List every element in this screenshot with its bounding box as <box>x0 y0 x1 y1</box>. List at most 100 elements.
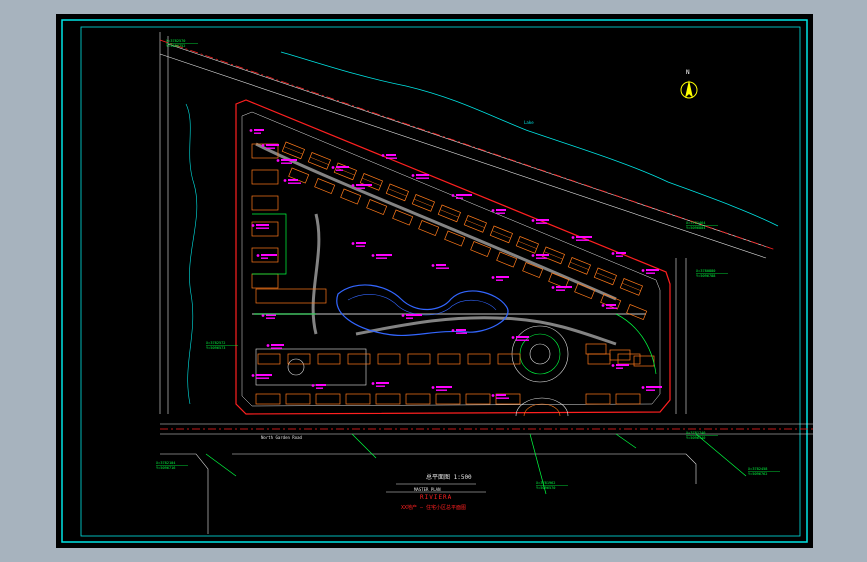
residential-building <box>307 152 331 170</box>
residential-building <box>281 141 305 160</box>
coordinate-x: X=3782570 <box>166 39 185 43</box>
annotation-marker <box>411 174 429 179</box>
north-label: N <box>686 69 690 76</box>
outer-road-lines <box>159 32 813 534</box>
residential-building <box>255 393 281 405</box>
annotation-marker <box>251 224 269 229</box>
residential-building <box>285 393 311 405</box>
residential-building <box>317 353 341 365</box>
residential-building <box>619 278 643 296</box>
central-lake <box>336 284 509 337</box>
residential-building <box>609 349 631 361</box>
residential-building <box>585 393 611 405</box>
residential-building <box>257 353 281 365</box>
central-plaza <box>511 325 569 383</box>
annotation-marker <box>371 382 389 387</box>
residential-building <box>463 215 487 233</box>
residential-building <box>251 221 279 237</box>
residential-building <box>366 199 388 216</box>
annotation-marker <box>266 344 284 349</box>
road-centerline <box>159 39 777 251</box>
annotation-marker <box>451 194 472 199</box>
coordinate-x: X=3782458 <box>748 467 767 471</box>
annotation-marker <box>251 374 272 379</box>
residential-building <box>515 236 539 254</box>
residential-building <box>548 272 570 289</box>
coordinate-x: X=3780880 <box>696 269 715 273</box>
west-green-belt <box>185 103 198 405</box>
residential-building <box>314 178 336 195</box>
coordinate-y: Y=5096788 <box>696 274 715 278</box>
road-label: North Garden Road <box>261 435 303 440</box>
residential-building <box>251 273 279 289</box>
coordinate-y: Y=5096570 <box>536 486 555 490</box>
residential-building <box>495 393 521 405</box>
annotation-marker <box>491 209 506 214</box>
annotation-marker <box>451 329 467 334</box>
residential-building <box>251 247 279 263</box>
residential-building <box>251 169 279 185</box>
project-name: RIVIERA <box>420 494 452 501</box>
residential-building <box>359 173 383 191</box>
annotation-marker <box>401 314 422 319</box>
residential-building <box>465 393 491 405</box>
residential-building <box>522 262 544 279</box>
annotation-marker <box>283 179 301 184</box>
annotation-marker <box>551 286 572 291</box>
residential-building <box>255 288 327 304</box>
annotation-marker <box>381 154 397 159</box>
drawing-inner-frame <box>80 26 801 537</box>
title-block: 总平面图 1:500 MASTER PLAN RIVIERA XX地产 — 住宅… <box>386 473 486 511</box>
south-building-row <box>255 343 655 405</box>
north-arrow-icon[interactable]: N <box>680 69 698 99</box>
coordinate-x: X=3781464 <box>686 221 705 225</box>
annotation-marker <box>256 254 277 259</box>
annotation-marker <box>641 386 662 391</box>
coordinate-y: Y=5096804 <box>686 226 705 230</box>
annotation-layer <box>249 129 662 399</box>
annotation-marker <box>511 336 529 341</box>
residential-building <box>497 353 521 365</box>
annotation-marker <box>601 304 617 309</box>
annotation-marker <box>261 144 279 149</box>
river-bank-line <box>280 51 779 227</box>
annotation-marker <box>611 364 629 369</box>
coordinate-x: X=3782104 <box>156 461 175 465</box>
cad-drawing-viewport[interactable]: Lake N North Garden <box>56 14 813 548</box>
residential-building <box>633 355 655 367</box>
coordinate-y: Y=5096716 <box>156 466 175 470</box>
annotation-marker <box>641 269 659 274</box>
residential-building <box>347 353 371 365</box>
residential-building <box>437 353 461 365</box>
coordinate-tags: X=3782570Y=5096752X=3781464Y=5096804X=37… <box>156 39 780 490</box>
annotation-marker <box>276 159 297 164</box>
annotation-marker <box>611 252 626 257</box>
annotation-marker <box>371 254 392 259</box>
drawing-outer-frame <box>61 19 808 543</box>
annotation-marker <box>531 254 549 259</box>
residential-building <box>593 267 617 286</box>
annotation-marker <box>351 242 366 247</box>
residential-building <box>541 246 565 265</box>
annotation-marker <box>431 264 449 269</box>
coordinate-x: X=3782572 <box>206 341 225 345</box>
residential-building <box>333 162 357 181</box>
entrance-plaza <box>515 397 569 417</box>
residential-building <box>489 225 513 244</box>
residential-building <box>385 183 409 202</box>
north-building-row <box>281 141 648 321</box>
residential-building <box>435 393 461 405</box>
coordinate-y: Y=5096752 <box>166 44 185 48</box>
residential-building <box>437 204 461 223</box>
annotation-marker <box>351 184 372 189</box>
coordinate-x: X=3781962 <box>536 481 555 485</box>
annotation-marker <box>261 314 276 319</box>
residential-building <box>496 251 518 268</box>
